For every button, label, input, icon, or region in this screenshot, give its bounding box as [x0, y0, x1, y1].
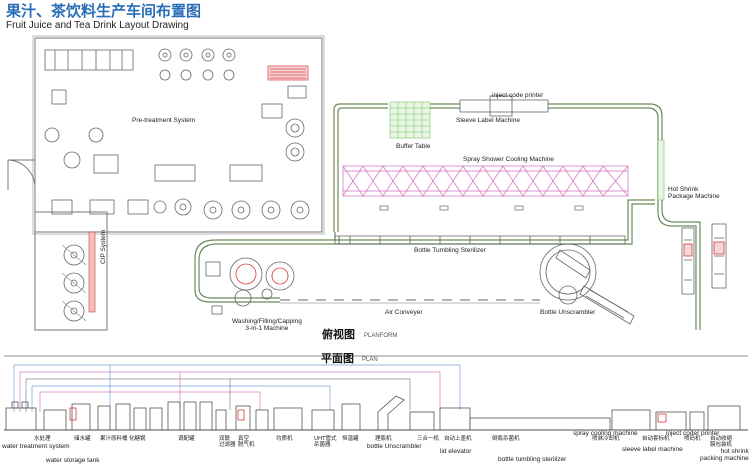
- green-grids: [389, 101, 665, 201]
- en-label-hot-shrink: hot shrink packing machine: [700, 448, 749, 462]
- bottle-unscrambler: [539, 243, 635, 325]
- en-label-water-treatment: water treatment system: [2, 443, 70, 450]
- label-inject-code: inject code printer: [492, 92, 544, 99]
- en-label-water-storage: water storage tank: [46, 457, 100, 464]
- cn-label-tumbling: 倒瓶杀菌机: [492, 436, 520, 442]
- hot-shrink-machine: [681, 223, 727, 295]
- cn-label-mixing-tank: 调配罐: [178, 436, 195, 442]
- cn-label-water-treatment: 水处理: [34, 436, 51, 442]
- label-air-conveyer: Air Conveyer: [385, 309, 423, 316]
- en-label-sleeve-label: sleeve label machine: [622, 446, 683, 453]
- cip-tanks: [61, 244, 87, 322]
- cn-label-cap-elevator: 自动上盖机: [444, 436, 472, 442]
- cn-label-unscrambler: 理瓶机: [375, 436, 392, 442]
- three-in-one-machine: [205, 257, 295, 315]
- en-label-bottle-tumbling: bottle tumbling sterilizer: [498, 456, 567, 463]
- en-label-lid-elevator: lid elevator: [440, 448, 472, 455]
- air-conveyer: [280, 299, 540, 304]
- cn-label-juice-barrel: 果汁原料桶: [100, 436, 128, 442]
- bottle-tumbling-sterilizer: [334, 235, 626, 245]
- plan-view-title: 平面图: [321, 352, 354, 365]
- cn-label-water-tank: 储水罐: [74, 436, 91, 442]
- cn-label-three-in-one: 三合一机: [417, 436, 440, 442]
- label-spray-cooling: Spray Shower Cooling Machine: [463, 156, 555, 163]
- cn-label-shrink: 自动收缩 膜包装机: [710, 436, 733, 449]
- cn-label-spray-cooling: 喷淋冷却机: [592, 436, 620, 442]
- plan-equipment: [5, 395, 741, 431]
- title-english: Fruit Juice and Tea Drink Layout Drawing: [6, 20, 189, 31]
- cn-label-filter: 双联 过滤器: [219, 436, 236, 449]
- en-label-inject-coder: inject coder printer: [666, 430, 720, 437]
- cn-label-uht: UHT管式 杀菌器: [314, 436, 337, 449]
- planform-view-title: 俯视图: [322, 328, 355, 341]
- cn-label-constant-temp: 恒温罐: [342, 436, 359, 442]
- cn-label-coder: 喷码机: [684, 436, 701, 442]
- pipe-network: [13, 364, 461, 412]
- cn-label-degasser: 真空 脱气机: [238, 436, 255, 449]
- label-sleeve-label: Sleeve Label Machine: [456, 117, 520, 124]
- label-pretreatment: Pre-treatment System: [132, 117, 196, 124]
- label-cip: CIP System: [100, 229, 107, 264]
- cn-label-sugar-pot: 化糖锅: [129, 436, 146, 442]
- label-washing: Washing/Filling/Capping 3-in-1 Machine: [232, 318, 302, 333]
- label-buffer-table: Buffer Table: [396, 143, 431, 150]
- spray-cooling-machine: [342, 165, 629, 197]
- sleeve-label-machine: [459, 95, 549, 117]
- red-rack: [267, 65, 309, 81]
- plan-view-subtitle: PLAN: [362, 357, 378, 363]
- building-walls: [7, 35, 325, 331]
- cn-label-homogenizer: 均质机: [276, 436, 293, 442]
- en-label-bottle-unscrambler: bottle Unscrambler: [367, 443, 422, 450]
- label-bottle-tumbling: Bottle Tumbling Sterilizer: [414, 247, 486, 254]
- planform-view-subtitle: PLANFORM: [364, 333, 398, 339]
- en-label-spray-cooling: spray cooling machine: [573, 430, 638, 437]
- plan-red-details: [69, 407, 667, 423]
- label-unscrambler: Bottle Unscrambler: [540, 309, 596, 316]
- cn-label-sleeve-label: 自动套标机: [642, 436, 670, 442]
- label-hot-shrink: Hot Shrink Package Machine: [668, 186, 720, 201]
- title-chinese: 果汁、茶饮料生产车间布置图: [6, 2, 202, 20]
- pretreatment-equipment: [44, 48, 310, 220]
- conveyor-line: [194, 103, 701, 330]
- cip-red-column: [88, 231, 96, 313]
- spray-legs: [379, 205, 584, 211]
